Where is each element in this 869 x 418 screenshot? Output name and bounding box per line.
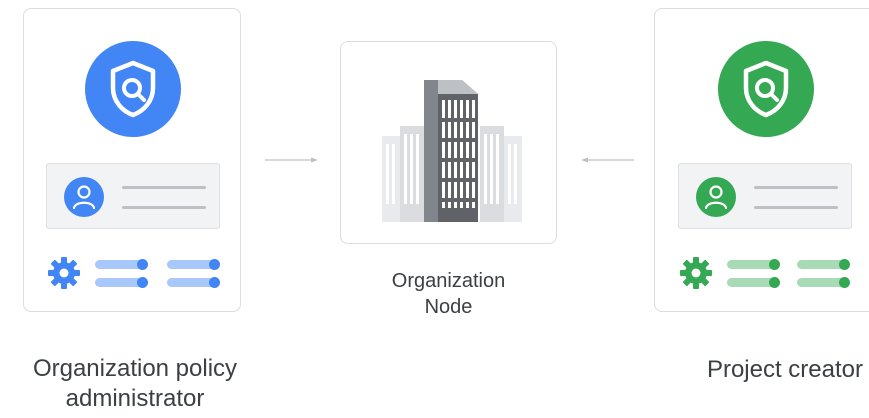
- toggle-switch: [167, 277, 220, 288]
- gear-icon: [678, 255, 714, 296]
- text-line: [122, 186, 206, 189]
- label-line: administrator: [65, 385, 205, 412]
- org-policy-admin-label: Organization policy administrator: [0, 354, 270, 414]
- toggle-switch: [95, 259, 148, 270]
- text-line: [122, 206, 206, 209]
- user-panel: [46, 163, 220, 229]
- toggle-switch: [727, 277, 780, 288]
- toggle-switch: [167, 259, 220, 270]
- toggle-switch: [797, 277, 850, 288]
- user-panel: [678, 163, 852, 229]
- arrow-left-icon: [580, 150, 634, 168]
- shield-search-icon: [718, 41, 814, 137]
- label-line: Organization policy: [32, 355, 238, 382]
- project-creator-label: Project creator: [706, 356, 863, 383]
- toggle-switch: [727, 259, 780, 270]
- toggle-switch: [797, 259, 850, 270]
- text-line: [754, 206, 838, 209]
- user-icon: [64, 177, 104, 217]
- label-line: Node: [424, 296, 473, 318]
- organization-node-label: Organization Node: [340, 268, 557, 320]
- label-line: Organization: [391, 270, 506, 292]
- organization-node-card: [340, 41, 557, 244]
- text-line: [754, 186, 838, 189]
- user-icon: [696, 177, 736, 217]
- arrow-right-icon: [265, 150, 319, 168]
- building-icon: [378, 66, 526, 227]
- gear-icon: [46, 255, 82, 296]
- shield-search-icon: [85, 41, 181, 137]
- toggle-switch: [95, 277, 148, 288]
